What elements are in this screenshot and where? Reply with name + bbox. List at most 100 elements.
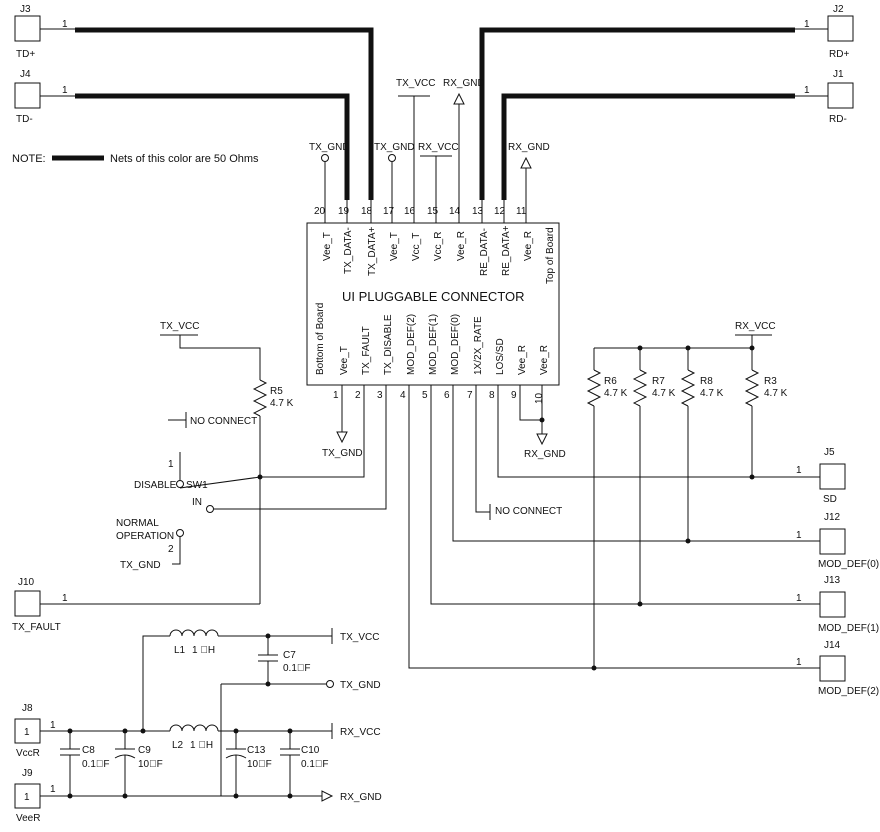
pin-num: 2: [355, 390, 361, 401]
bottom-pin-nets: TX_GND NO CONNECT RX_GND: [214, 385, 820, 669]
connector-j10: J10 TX_FAULT 1: [12, 577, 260, 633]
sw1-operation: OPERATION: [116, 531, 174, 542]
j3-ref: J3: [20, 4, 31, 15]
pin7-net: NO CONNECT: [495, 506, 562, 517]
ic-title: UI PLUGGABLE CONNECTOR: [342, 289, 525, 304]
pin-name: Vee_R: [539, 345, 550, 375]
pin-name: Vee_T: [322, 232, 333, 261]
r7-ref: R7: [652, 376, 665, 387]
j5-pin: 1: [796, 465, 802, 476]
pin-name: Vcc_T: [411, 233, 422, 261]
j5-ref: J5: [824, 447, 835, 458]
pin-num: 12: [494, 206, 506, 217]
filter-rx-gnd: RX_GND: [340, 792, 382, 803]
connector-j12: J12 MOD_DEF(0) 1: [796, 512, 879, 570]
ic-bottom-side: Bottom of Board: [315, 303, 326, 375]
filter-rx-vcc: RX_VCC: [340, 727, 381, 738]
note: NOTE: Nets of this color are 50 Ohms: [12, 153, 259, 165]
j4-net: TD-: [16, 114, 33, 125]
sw1-pin2: 2: [168, 544, 174, 555]
j13-net: MOD_DEF(1): [818, 623, 879, 634]
c10-ref: C10: [301, 745, 320, 756]
pin11-net: RX_GND: [508, 142, 550, 153]
pin-name: Vcc_R: [433, 232, 444, 261]
pin-num: 3: [377, 390, 383, 401]
pin-num: 17: [383, 206, 395, 217]
j9-ref: J9: [22, 768, 33, 779]
pin-name: Vee_R: [517, 345, 528, 375]
j12-ref: J12: [824, 512, 841, 523]
pin-name: MOD_DEF(2): [406, 314, 417, 375]
j2-ref: J2: [833, 4, 844, 15]
filter-tx-gnd: TX_GND: [340, 680, 381, 691]
pin-num: 7: [467, 390, 473, 401]
fifty-ohm-nets: [75, 27, 795, 200]
sw1-in: IN: [192, 497, 202, 508]
j2-pin: 1: [804, 19, 810, 30]
pin-num: 20: [314, 206, 326, 217]
j9-net: VeeR: [16, 813, 40, 824]
j1-body: [827, 82, 854, 109]
j8-ref: J8: [22, 703, 33, 714]
pin-name: 1X/2X_RATE: [473, 316, 484, 375]
j13-pin: 1: [796, 593, 802, 604]
pin910-net: RX_GND: [524, 449, 566, 460]
pin-num: 9: [511, 390, 517, 401]
j1-pin: 1: [804, 85, 810, 96]
note-prefix: NOTE:: [12, 153, 46, 165]
pin-name: MOD_DEF(0): [450, 314, 461, 375]
sw1-pin1: 1: [168, 459, 174, 470]
j12-pin: 1: [796, 530, 802, 541]
pin1-net: TX_GND: [322, 448, 363, 459]
pin-num: 4: [400, 390, 406, 401]
r8-value: 4.7 K: [700, 388, 724, 399]
pin-num: 11: [516, 206, 527, 217]
j4-pin: 1: [62, 85, 68, 96]
c8-value: 0.1 F: [82, 759, 110, 770]
pin-num: 16: [404, 206, 416, 217]
top-pin-stubs: TX_GND TX_GND TX_VCC RX_VCC RX_GND RX_GN…: [309, 78, 550, 223]
c7-ref: C7: [283, 650, 296, 661]
j3-body: [14, 15, 41, 42]
r6-ref: R6: [604, 376, 617, 387]
sw1-normal: NORMAL: [116, 518, 159, 529]
l2-ref: L2: [172, 740, 184, 751]
pin-num: 13: [472, 206, 484, 217]
r5-supply: TX_VCC: [160, 321, 199, 332]
pin-num: 18: [361, 206, 373, 217]
pin-name: RE_DATA-: [479, 228, 490, 276]
note-text: Nets of this color are 50 Ohms: [110, 153, 259, 165]
pin-num: 19: [338, 206, 350, 217]
pin-num: 10: [534, 392, 545, 404]
sw1-disable: DISABLE: [134, 480, 177, 491]
j2-net: RD+: [829, 49, 849, 60]
j4-ref: J4: [20, 69, 31, 80]
r8-ref: R8: [700, 376, 713, 387]
tx-fault-circuit: TX_VCC R5 4.7 K NO CONNECT 1 DISABLE SW1…: [116, 321, 294, 604]
c9-value: 10 F: [138, 759, 163, 770]
j12-net: MOD_DEF(0): [818, 559, 879, 570]
filter-tx-vcc: TX_VCC: [340, 632, 379, 643]
c13-ref: C13: [247, 745, 266, 756]
power-filter: J8 1 VccR 1 J9 1 VeeR 1 L2 1  H RX_VCC L…: [14, 628, 382, 824]
pin-name: TX_DISABLE: [383, 314, 394, 375]
j14-ref: J14: [824, 640, 841, 651]
j2-body: [827, 15, 854, 42]
j9-pin: 1: [50, 784, 56, 795]
pin-num: 5: [422, 390, 428, 401]
pin-name: MOD_DEF(1): [428, 314, 439, 375]
r5-ref: R5: [270, 386, 283, 397]
l1-ref: L1: [174, 645, 186, 656]
pin14-net: RX_GND: [443, 78, 485, 89]
connector-j1: J1 RD- 1: [795, 69, 854, 125]
r5-value: 4.7 K: [270, 398, 294, 409]
c13-value: 10 F: [247, 759, 272, 770]
c8-ref: C8: [82, 745, 95, 756]
sw1-gnd: TX_GND: [120, 560, 161, 571]
pin-name: Vee_R: [523, 231, 534, 261]
j8-net: VccR: [16, 748, 40, 759]
j3-pin: 1: [62, 19, 68, 30]
j1-net: RD-: [829, 114, 847, 125]
pin-name: TX_DATA-: [343, 227, 354, 274]
j1-ref: J1: [833, 69, 844, 80]
